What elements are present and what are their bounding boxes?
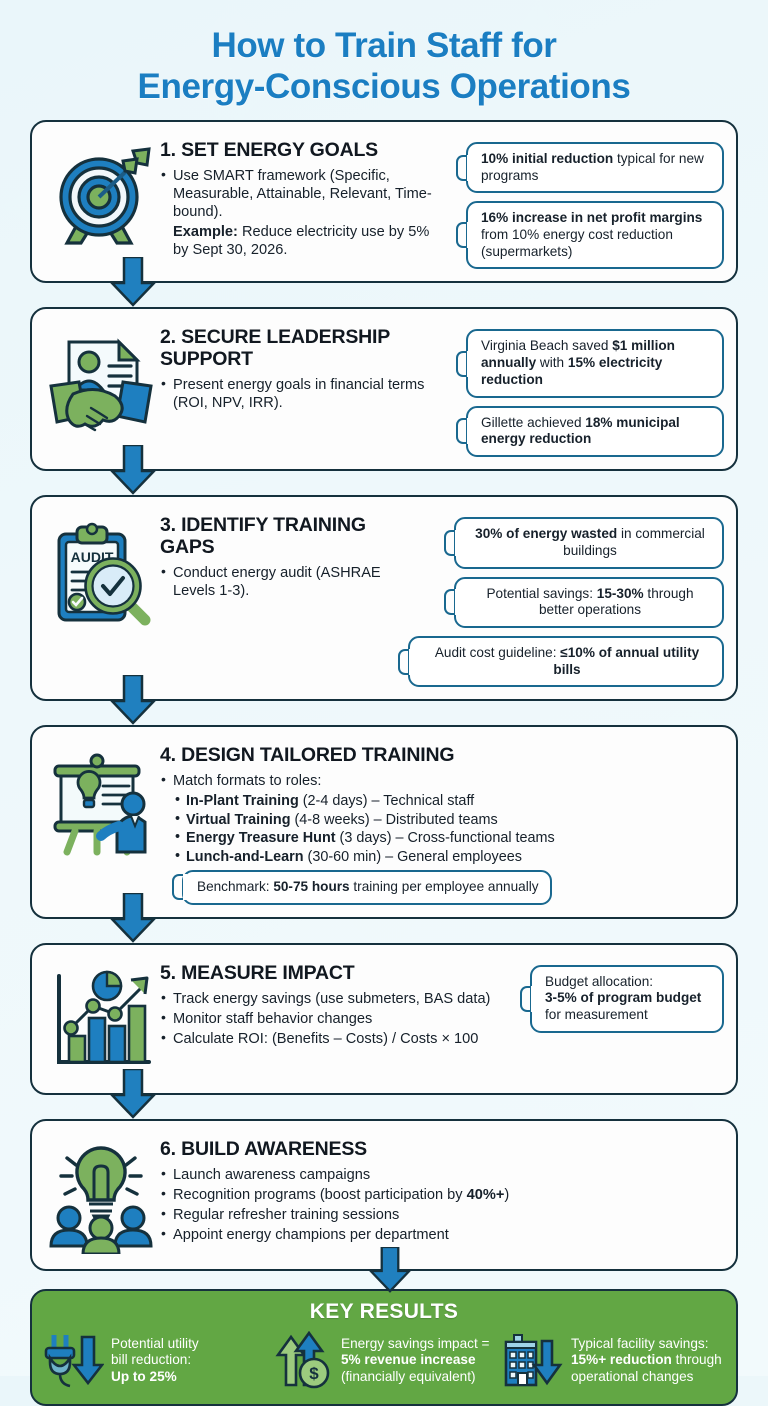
callout-list: 10% initial reduction typical for new pr… [452,140,724,270]
callout-stat: Gillette achieved 18% municipal energy r… [466,405,724,458]
bullet-item: Regular refresher training sessions [160,1205,724,1224]
bullet-item: Appoint energy champions per department [160,1225,724,1244]
step-title: 3. IDENTIFY TRAINING GAPS [160,514,366,558]
format-detail: (2-4 days) – Technical staff [298,793,475,810]
callout-stat: 10% initial reduction typical for new pr… [466,141,724,194]
step-bullet-list: Match formats to roles: [160,771,724,790]
bullet-item: Calculate ROI: (Benefits – Costs) / Cost… [160,1029,510,1048]
flow-arrow-icon [367,1246,413,1293]
callout-stat: 16% increase in net profit margins from … [466,201,724,270]
bullet-item: Conduct energy audit (ASHRAE Levels 1-3)… [160,563,388,600]
format-detail: (4-8 weeks) – Distributed teams [290,811,498,828]
key-results-panel: KEY RESULTS Potential utili [30,1288,738,1406]
callout-stat: Virginia Beach saved $1 million annually… [466,329,724,398]
growth-chart-icon [42,963,160,1081]
lightbulb-people-icon [42,1139,160,1257]
format-name: Energy Treasure Hunt [186,830,336,847]
callout-stat: Potential savings: 15-30% through better… [454,576,724,628]
flow-arrow-icon [110,675,156,726]
infographic-page: How to Train Staff for Energy-Conscious … [0,0,768,1376]
step-card-identify-training-gaps: AUDIT 3. IDENTIFY TRAINING GAPS [30,495,738,726]
format-detail: (30-60 min) – General employees [303,848,522,865]
key-result-text: Energy savings impact =5% revenue increa… [341,1335,490,1385]
callout-stat: Budget allocation:3-5% of program budget… [530,964,724,1033]
callout-bold: 16% increase in net profit margins [481,210,703,226]
step-bullet-list: Use SMART framework (Specific, Measurabl… [160,166,446,221]
step-title: 2. SECURE LEADERSHIP SUPPORT [160,326,390,371]
callout-rest: typical for new programs [481,150,704,183]
step-card-secure-leadership-support: 2. SECURE LEADERSHIP SUPPORT Present ene… [30,307,738,495]
callout-rest: from 10% energy cost reduction (supermar… [481,227,673,259]
training-format-item: Virtual Training (4-8 weeks) – Distribut… [173,810,724,829]
callout-stat: 30% of energy wasted in commercial build… [454,517,724,569]
flow-arrow-icon [110,257,156,308]
callout-list: 30% of energy wasted in commercial build… [394,515,724,688]
flow-arrow-icon [110,892,156,943]
training-format-item: Energy Treasure Hunt (3 days) – Cross-fu… [173,828,724,847]
target-arrow-icon [42,140,160,258]
example-label: Example: [173,223,238,240]
svg-text:$: $ [309,1364,319,1383]
title-line-1: How to Train Staff for [211,26,557,65]
callout-stat: Audit cost guideline: ≤10% of annual uti… [408,635,724,688]
training-format-item: Lunch-and-Learn (30-60 min) – General em… [173,847,724,866]
bullet-item: Launch awareness campaigns [160,1165,724,1184]
step-card-measure-impact: 5. MEASURE IMPACT Track energy savings (… [30,942,738,1119]
bullet-item: Use SMART framework (Specific, Measurabl… [160,166,446,221]
step-title: 1. SET ENERGY GOALS [160,138,378,161]
step-bullet-list: Track energy savings (use submeters, BAS… [160,989,510,1048]
format-name: Virtual Training [186,811,291,828]
step-card-design-tailored-training: 4. DESIGN TAILORED TRAINING Match format… [30,725,738,943]
callout-list: Budget allocation:3-5% of program budget… [516,963,724,1033]
key-result-item: Typical facility savings:15%+ reduction … [502,1330,726,1392]
key-result-item: $ Energy savings impact =5% revenue incr… [272,1330,496,1392]
presentation-training-icon [42,745,160,863]
key-results-title: KEY RESULTS [309,1299,459,1323]
steps-container: 1. SET ENERGY GOALS Use SMART framework … [30,119,738,1293]
bullet-item: Recognition programs (boost participatio… [160,1185,724,1204]
format-name: Lunch-and-Learn [186,848,304,865]
audit-clipboard-magnifier-icon: AUDIT [42,515,160,633]
step-bullet-list: Conduct energy audit (ASHRAE Levels 1-3)… [160,563,388,600]
callout-bold: 10% initial reduction [481,150,614,166]
step-bullet-list: Present energy goals in financial terms … [160,375,446,412]
benchmark-callout-row: Benchmark: 50-75 hours training per empl… [160,870,724,905]
example-text: Reduce electricity use by 5% by Sept 30,… [173,223,430,259]
building-down-arrow-icon [502,1330,564,1392]
up-arrows-dollar-icon: $ [272,1330,334,1392]
plug-down-arrow-icon [42,1330,104,1392]
callout-stat: Benchmark: 50-75 hours training per empl… [182,870,552,905]
step-card-set-energy-goals: 1. SET ENERGY GOALS Use SMART framework … [30,119,738,308]
training-format-list: In-Plant Training (2-4 days) – Technical… [160,791,724,866]
step-title: 4. DESIGN TAILORED TRAINING [160,744,455,767]
callout-list: Virginia Beach saved $1 million annually… [452,327,724,458]
bullet-item: Monitor staff behavior changes [160,1009,510,1028]
bullet-item: Match formats to roles: [160,771,724,790]
bullet-item: Present energy goals in financial terms … [160,375,446,412]
training-format-item: In-Plant Training (2-4 days) – Technical… [173,791,724,810]
step-title: 5. MEASURE IMPACT [160,961,355,984]
title-line-2: Energy-Conscious Operations [137,66,631,106]
flow-arrow-icon [110,445,156,495]
step-bullet-list: Launch awareness campaigns Recognition p… [160,1165,724,1244]
step-title: 6. BUILD AWARENESS [160,1137,367,1160]
bullet-item: Track energy savings (use submeters, BAS… [160,989,510,1008]
handshake-document-icon [42,327,160,445]
step-example: Example: Reduce electricity use by 5% by… [160,223,446,259]
page-title: How to Train Staff for Energy-Conscious … [30,0,738,108]
format-detail: (3 days) – Cross-functional teams [335,830,555,847]
step-card-build-awareness: 6. BUILD AWARENESS Launch awareness camp… [30,1118,738,1293]
format-name: In-Plant Training [186,793,299,810]
key-result-text: Typical facility savings:15%+ reduction … [571,1335,722,1385]
flow-arrow-icon [110,1068,156,1119]
